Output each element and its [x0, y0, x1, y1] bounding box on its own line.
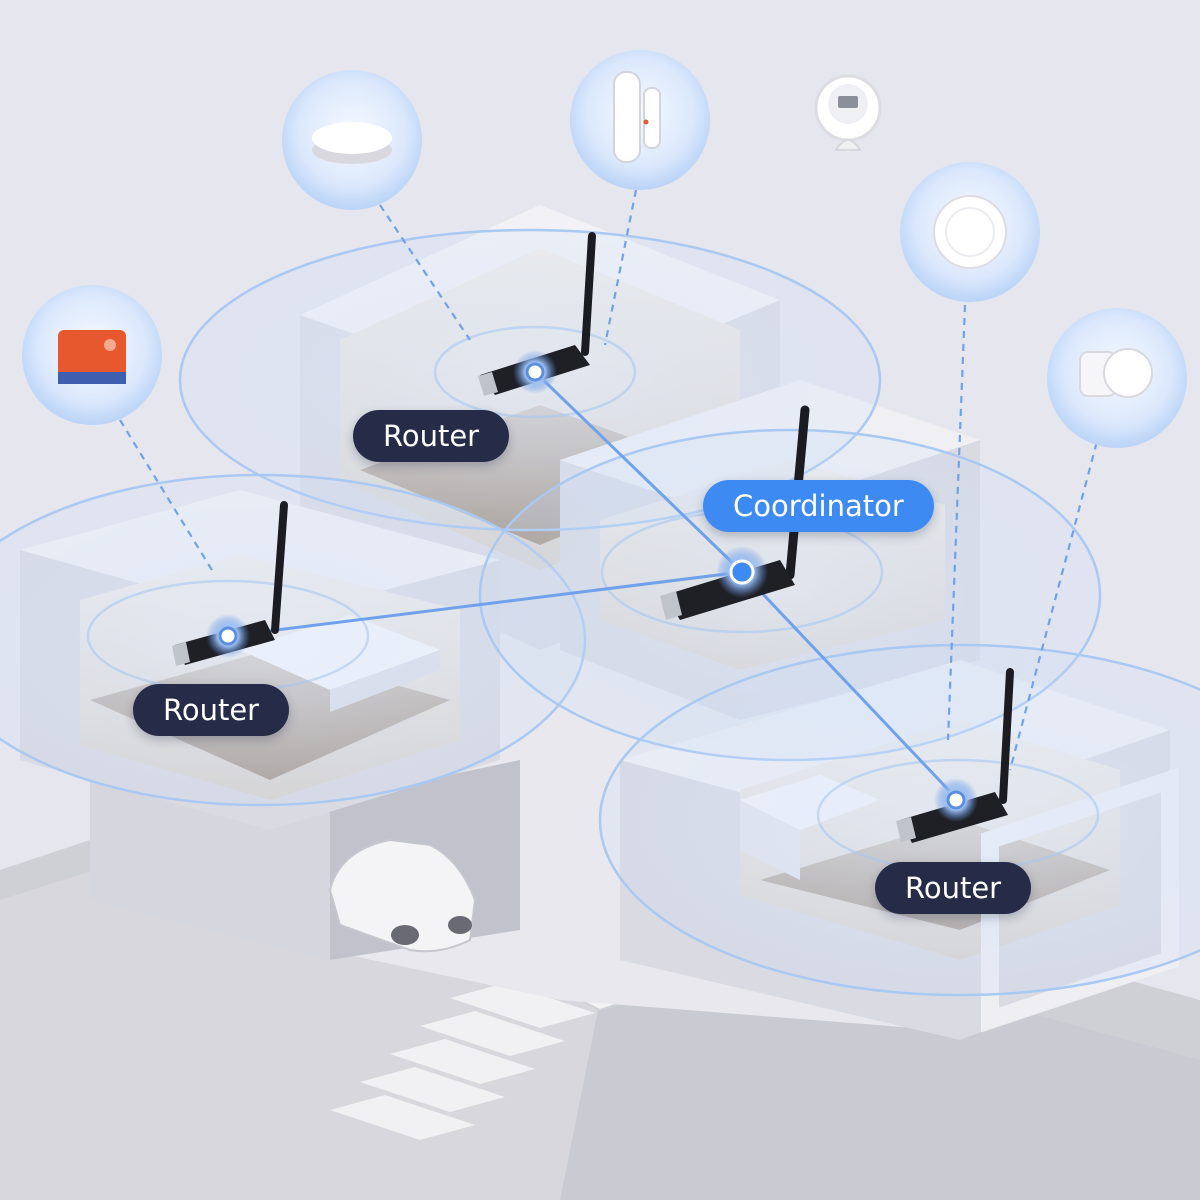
node-dots: [206, 350, 978, 822]
walkway-slabs: [330, 983, 595, 1140]
router-label-right: Router: [875, 862, 1032, 914]
device-links: [119, 189, 1102, 771]
hub-icon: [282, 70, 422, 210]
relay-module-icon: [22, 285, 162, 425]
thermo-hygrometer-icon: [814, 74, 882, 151]
router-label-top: Router: [353, 410, 510, 462]
door-sensor-icon: [570, 50, 710, 190]
coordinator-label: Coordinator: [703, 480, 934, 532]
wireless-button-icon: [900, 162, 1040, 302]
router-label-left: Router: [133, 684, 290, 736]
car: [328, 838, 477, 953]
mesh-links: [227, 370, 960, 802]
motion-sensor-icon: [1047, 308, 1187, 448]
